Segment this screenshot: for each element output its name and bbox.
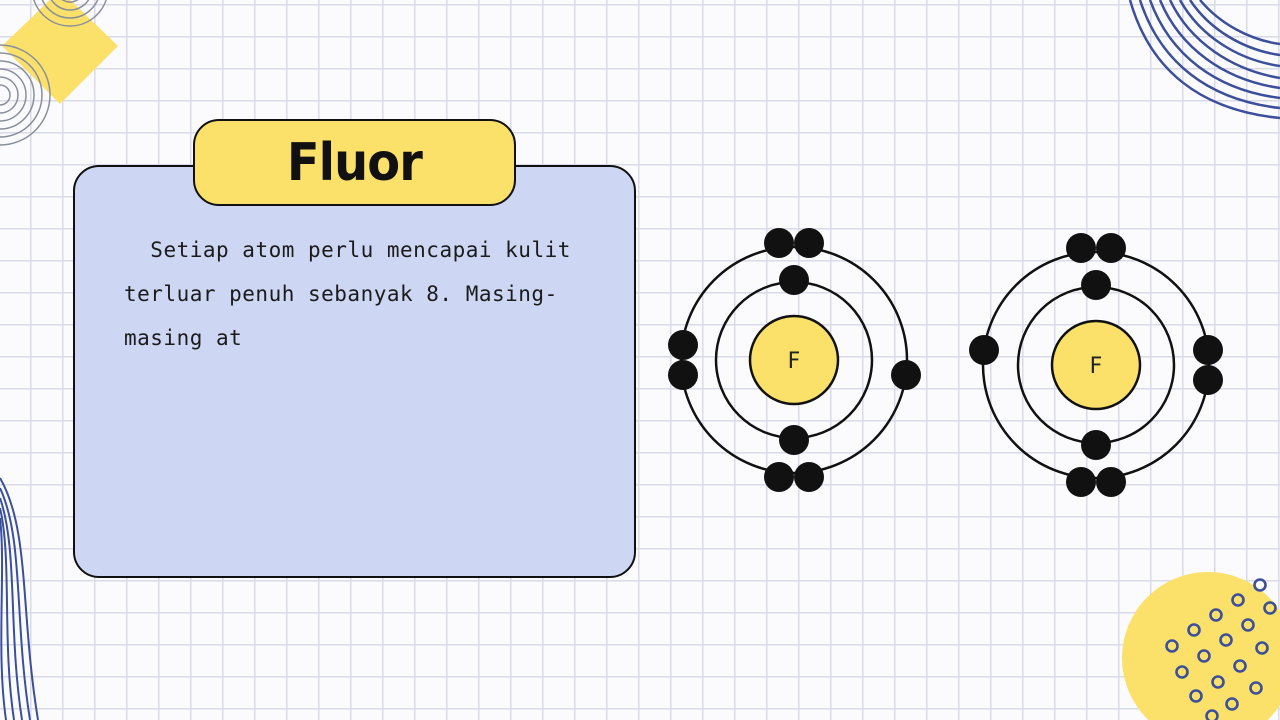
nucleus [1050, 319, 1142, 411]
electron [668, 360, 698, 390]
top-left-decoration [0, 0, 118, 146]
electron [779, 425, 809, 455]
electron [1081, 430, 1111, 460]
electron [1066, 233, 1096, 263]
electrons [969, 233, 1223, 497]
content-card [73, 165, 636, 578]
electron [969, 335, 999, 365]
electron [1066, 467, 1096, 497]
nucleus-symbol: F [1090, 354, 1103, 379]
electron [1096, 233, 1126, 263]
body-text: Setiap atom perlu mencapai kulit terluar… [124, 238, 571, 350]
fluorine-atom-diagram-1: F [668, 228, 921, 492]
electron [779, 265, 809, 295]
electron [794, 462, 824, 492]
nucleus-symbol: F [788, 349, 801, 374]
bottom-right-dot-decoration [1122, 572, 1280, 720]
electron [764, 228, 794, 258]
electron [794, 228, 824, 258]
electron [891, 360, 921, 390]
electrons [668, 228, 921, 492]
outer-shell [981, 250, 1211, 480]
outer-shell [679, 245, 909, 475]
electron [668, 330, 698, 360]
nucleus [748, 314, 840, 406]
electron [1193, 335, 1223, 365]
electron [1096, 467, 1126, 497]
slide-title: Fluor [286, 132, 423, 193]
fluorine-atom-diagram-2: F [969, 233, 1223, 497]
electron [764, 462, 794, 492]
title-tab: Fluor [193, 119, 516, 206]
top-right-wave-decoration [1128, 0, 1280, 120]
bottom-left-wave-decoration [0, 477, 39, 720]
electron [1081, 270, 1111, 300]
electron [1193, 365, 1223, 395]
